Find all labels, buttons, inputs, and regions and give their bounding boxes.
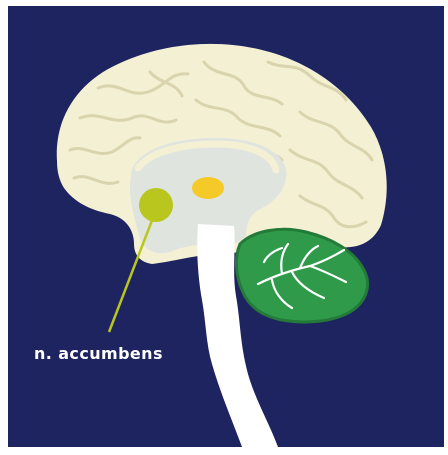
accumbens-marker (139, 188, 173, 222)
thalamus (192, 177, 224, 199)
accumbens-label: n. accumbens (34, 344, 163, 363)
